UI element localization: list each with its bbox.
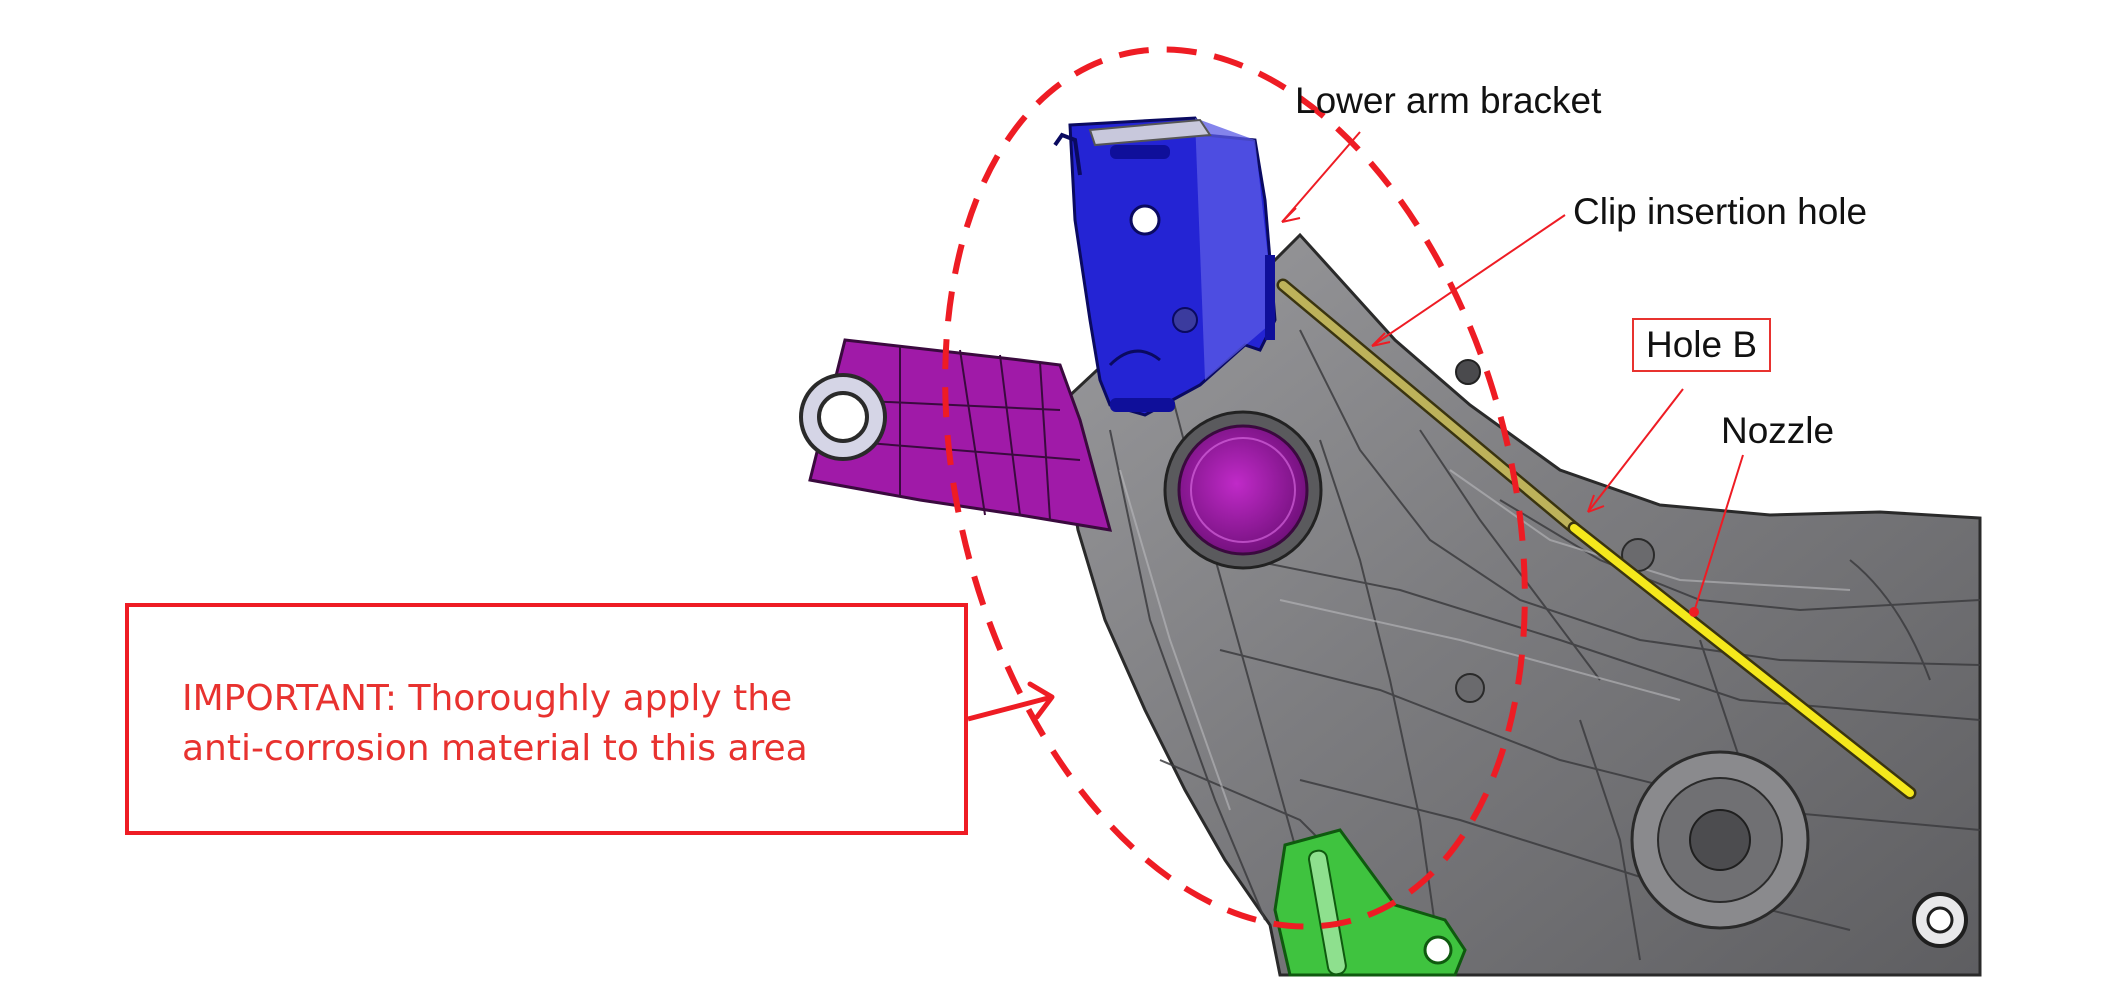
leader-lines [1281, 131, 1744, 617]
dashed-area-ellipse [942, 46, 1528, 930]
purple-arm [799, 338, 1113, 532]
purple-bushing [1163, 410, 1323, 570]
green-bracket [1273, 828, 1467, 977]
warning-line-2: anti-corrosion material to this area [182, 728, 808, 769]
warning-box [125, 603, 968, 835]
label-lower-arm-bracket: Lower arm bracket [1295, 80, 1602, 121]
warning-line-1: IMPORTANT: Thoroughly apply the [182, 678, 793, 719]
subframe-body [1063, 232, 1982, 977]
label-nozzle: Nozzle [1721, 410, 1835, 451]
lower-arm-bracket-shape [1053, 116, 1277, 417]
nozzle-rod [1276, 278, 1917, 800]
label-clip-insertion-hole: Clip insertion hole [1573, 191, 1868, 232]
label-hole-b: Hole B [1632, 318, 1772, 372]
warning-arrow [967, 681, 1055, 722]
